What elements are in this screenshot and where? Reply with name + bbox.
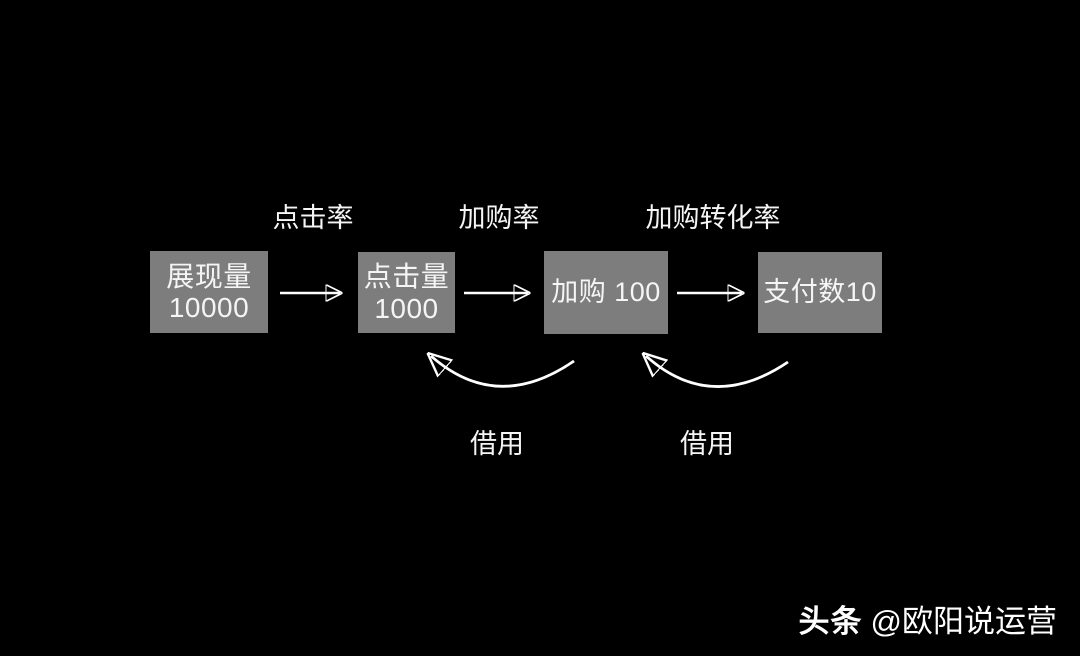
rate-label-click-rate: 点击率	[272, 203, 354, 233]
node-payments: 支付数10	[758, 252, 882, 333]
node-add-to-cart: 加购 100	[544, 251, 668, 334]
rate-label-cart-rate: 加购率	[458, 203, 540, 233]
node-clicks: 点击量 1000	[358, 252, 455, 333]
watermark: 头条@欧阳说运营	[799, 596, 1057, 641]
feedback-arrow-payments-to-cart	[646, 356, 789, 388]
feedback-label-left: 借用	[470, 429, 524, 459]
feedback-arrow-cart-to-clicks	[431, 356, 575, 388]
rate-label-cart-conversion-rate: 加购转化率	[645, 203, 781, 233]
node-add-to-cart-label: 加购 100	[551, 277, 661, 308]
feedback-label-right: 借用	[680, 429, 734, 459]
watermark-brand: 头条	[798, 604, 863, 639]
node-impressions-value: 10000	[168, 292, 250, 323]
node-payments-label: 支付数10	[763, 277, 877, 308]
node-clicks-value: 1000	[374, 292, 439, 324]
node-clicks-label: 点击量	[363, 261, 450, 293]
node-impressions-label: 展现量	[166, 260, 252, 292]
node-impressions: 展现量 10000	[150, 251, 268, 333]
watermark-handle: @欧阳说运营	[870, 604, 1057, 639]
